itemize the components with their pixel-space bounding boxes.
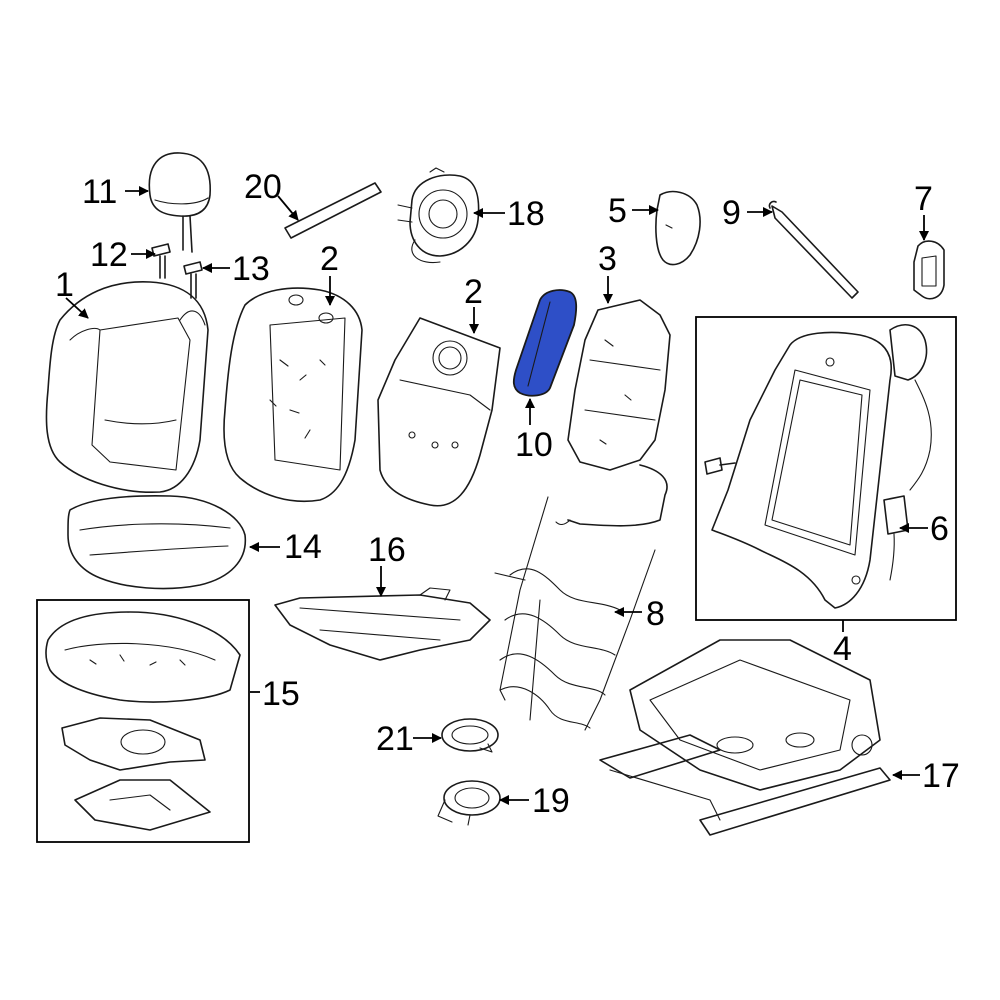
callout-7: 7 [914,180,933,218]
part-16-cushion-pan[interactable] [274,587,491,661]
part-7-bezel[interactable] [913,240,945,300]
callout-4: 4 [833,630,852,668]
part-15-cushion-pad[interactable] [45,611,241,831]
part-11-headrest[interactable] [148,152,211,253]
callout-19: 19 [532,782,570,820]
callout-14: 14 [284,528,322,566]
part-14-cushion-cover[interactable] [67,495,247,590]
callout-17: 17 [922,757,960,795]
part-8-spring-mat[interactable] [494,496,656,731]
part-21-disc[interactable] [441,718,499,753]
part-10-side-bolster[interactable] [512,289,578,397]
part-20-trim-strip[interactable] [284,182,382,239]
callout-2-pad: 2 [320,240,339,278]
callout-21: 21 [376,720,414,758]
callout-13: 13 [232,250,270,288]
callout-8: 8 [646,595,665,633]
callout-18: 18 [507,195,545,233]
callout-5: 5 [608,192,627,230]
part-4-seatback-frame[interactable] [704,331,892,609]
callout-3: 3 [598,240,617,278]
callout-11: 11 [82,173,117,211]
callout-6: 6 [930,510,949,548]
part-18-lumbar-module[interactable] [397,167,480,264]
part-17-seat-track[interactable] [599,639,891,836]
part-2-seatback-pad[interactable] [223,287,363,503]
part-3-back-board[interactable] [555,299,671,527]
leader-lines [65,186,929,805]
callout-10: 10 [515,426,553,464]
part-12-headrest-guide[interactable] [151,243,171,279]
callout-9: 9 [722,194,741,232]
part-4-group-box [695,316,957,621]
part-9-rod[interactable] [768,200,859,299]
callout-2-panel: 2 [464,273,483,311]
part-2-back-panel[interactable] [377,317,501,507]
part-1-seat-back-cover[interactable] [45,281,209,493]
callout-1: 1 [55,266,74,304]
callout-16: 16 [368,531,406,569]
callout-12: 12 [90,236,128,274]
part-19-motor[interactable] [437,780,501,826]
part-5-cover[interactable] [655,190,701,266]
callout-20: 20 [244,168,282,206]
callout-labels: 1 2 2 3 4 5 6 7 8 9 10 11 12 13 14 15 16… [55,168,960,820]
callout-15: 15 [262,675,300,713]
part-15-group-box [36,599,250,843]
